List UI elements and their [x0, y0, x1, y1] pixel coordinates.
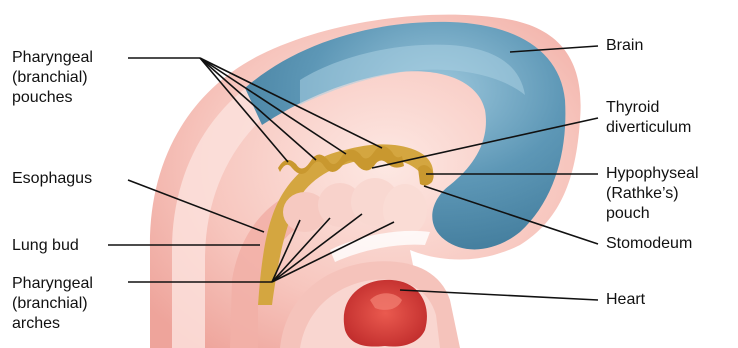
- label-stomodeum: Stomodeum: [606, 234, 692, 254]
- label-thyroid-diverticulum-line1: Thyroid: [606, 98, 691, 118]
- label-thyroid-diverticulum-line2: diverticulum: [606, 118, 691, 138]
- label-pharyngeal-arches: Pharyngeal (branchial) arches: [12, 274, 93, 334]
- label-hypophyseal-pouch-line2: (Rathke’s): [606, 184, 699, 204]
- label-pharyngeal-pouches: Pharyngeal (branchial) pouches: [12, 48, 93, 108]
- label-pharyngeal-pouches-line1: Pharyngeal: [12, 48, 93, 68]
- label-hypophyseal-pouch-line1: Hypophyseal: [606, 164, 699, 184]
- label-pharyngeal-pouches-line3: pouches: [12, 88, 93, 108]
- label-brain: Brain: [606, 36, 643, 56]
- label-hypophyseal-pouch-line3: pouch: [606, 204, 699, 224]
- label-hypophyseal-pouch: Hypophyseal (Rathke’s) pouch: [606, 164, 699, 224]
- label-lung-bud: Lung bud: [12, 236, 79, 256]
- label-pharyngeal-arches-line1: Pharyngeal: [12, 274, 93, 294]
- label-heart: Heart: [606, 290, 645, 310]
- label-pharyngeal-arches-line2: (branchial): [12, 294, 93, 314]
- label-esophagus: Esophagus: [12, 169, 92, 189]
- label-pharyngeal-pouches-line2: (branchial): [12, 68, 93, 88]
- label-pharyngeal-arches-line3: arches: [12, 314, 93, 334]
- label-thyroid-diverticulum: Thyroid diverticulum: [606, 98, 691, 138]
